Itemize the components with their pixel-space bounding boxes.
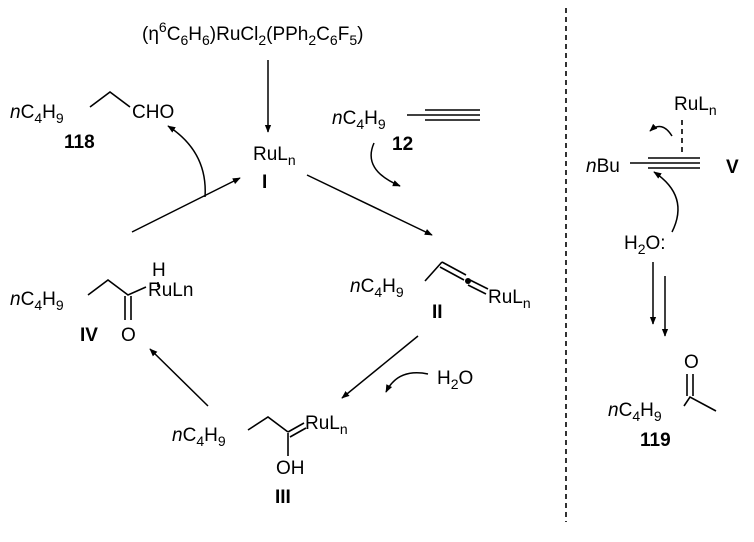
side-nbu: nBu bbox=[586, 156, 620, 177]
aldehyde-butyl: nC4H9 bbox=[10, 102, 64, 126]
aldehyde-release-arrow bbox=[167, 125, 206, 198]
hydroxycarbene-ru: RuLn bbox=[305, 413, 348, 437]
arrow-i-to-ii bbox=[306, 174, 433, 236]
hydroxycarbene-label: III bbox=[275, 487, 291, 508]
side-label-v: V bbox=[726, 157, 739, 178]
acyl-h: H bbox=[152, 260, 166, 281]
acyl-label: IV bbox=[80, 325, 98, 346]
vinylidene-bond bbox=[424, 261, 443, 282]
vinylidene-cc-2 bbox=[439, 266, 465, 281]
catalyst-formula: RuLn bbox=[253, 144, 296, 168]
side-ru-shift-arrow bbox=[649, 123, 673, 137]
hydroxycarbene-oh: OH bbox=[276, 458, 305, 479]
side-ru: RuLn bbox=[674, 94, 717, 118]
arrow-iv-to-i bbox=[131, 177, 241, 233]
alkyne-butyl: nC4H9 bbox=[332, 108, 386, 132]
arrow-ii-to-iii bbox=[341, 335, 419, 399]
ketone-label: 119 bbox=[640, 430, 671, 451]
hydroxycarbene-chain bbox=[247, 416, 289, 433]
vinylidene-butyl: nC4H9 bbox=[350, 276, 404, 300]
vinylidene-ru-1 bbox=[469, 279, 489, 290]
alkyne-label: 12 bbox=[392, 134, 413, 155]
acyl-chain bbox=[87, 279, 147, 296]
hydroxycarbene-double-2 bbox=[289, 427, 307, 438]
side-water-attack-arrow bbox=[653, 171, 679, 233]
vinylidene-label: II bbox=[432, 302, 443, 323]
alkyne-entry-arrow bbox=[370, 142, 401, 187]
ketone-chain bbox=[683, 395, 717, 412]
side-water: H2O: bbox=[624, 233, 666, 257]
acyl-ru: RuLn bbox=[148, 280, 193, 301]
vinylidene-cc-1 bbox=[441, 261, 467, 276]
hydroxycarbene-double-1 bbox=[287, 422, 305, 433]
catalyst-label: I bbox=[262, 172, 267, 193]
acyl-butyl: nC4H9 bbox=[10, 289, 64, 313]
precatalyst-formula: (η6C6H6)RuCl2(PPh2C6F5) bbox=[142, 19, 363, 48]
aldehyde-cho: CHO bbox=[132, 102, 174, 123]
water-attack-arrow bbox=[385, 372, 429, 393]
vinylidene-ru: RuLn bbox=[488, 287, 531, 311]
water-formula: H2O bbox=[437, 368, 473, 392]
vinylidene-ru-2 bbox=[467, 284, 487, 295]
ketone-butyl: nC4H9 bbox=[608, 400, 662, 424]
ketone-o: O bbox=[684, 352, 699, 373]
aldehyde-chain bbox=[89, 91, 131, 108]
vinylidene-dot bbox=[465, 278, 471, 284]
arrow-iii-to-iv bbox=[149, 348, 209, 407]
hydroxycarbene-butyl: nC4H9 bbox=[172, 425, 226, 449]
acyl-o: O bbox=[121, 325, 136, 346]
aldehyde-label: 118 bbox=[64, 132, 95, 153]
